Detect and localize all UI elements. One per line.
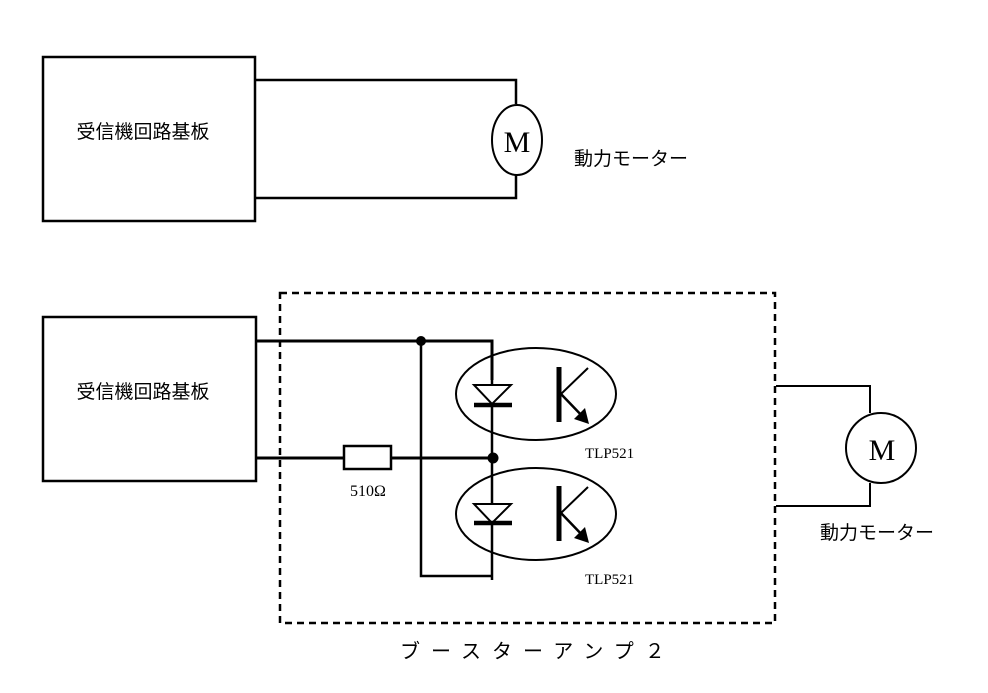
wire-top-lower (255, 174, 518, 200)
resistor-label: 510Ω (350, 483, 386, 500)
receiver-board-box (41, 55, 257, 223)
phototransistor-collector (560, 367, 589, 395)
motor-icon-2 (845, 412, 917, 484)
receiver-board-label: 受信機回路基板 (76, 121, 209, 143)
wire-bypass-rail (419, 341, 493, 578)
receiver-board-box-2 (41, 315, 258, 483)
motor-label-2: 動力モーター (820, 522, 934, 544)
optocoupler-package-outline (455, 467, 617, 561)
top-circuit: 受信機回路基板 M 動力モーター (41, 55, 688, 223)
optocoupler-part-label: TLP521 (585, 572, 634, 588)
optocoupler-part-label: TLP521 (585, 446, 634, 462)
optocoupler-package-outline (455, 347, 617, 441)
motor-symbol: M (504, 126, 531, 159)
phototransistor-collector (560, 486, 589, 514)
booster-amp-title: ブースターアンプ２ (400, 639, 676, 663)
led-diode-icon (471, 384, 514, 406)
wire-top-upper (255, 78, 518, 104)
motor-label: 動力モーター (574, 148, 688, 170)
booster-amp-boundary (278, 291, 777, 625)
resistor-icon (342, 444, 393, 471)
emitter-arrow-icon (574, 408, 589, 424)
wire-upper-rail (256, 339, 494, 380)
receiver-board-label-2: 受信機回路基板 (76, 381, 209, 403)
led-diode-icon (471, 503, 514, 525)
bottom-circuit: 受信機回路基板 ブースターアンプ２ 510Ω TLP521 (41, 291, 934, 663)
motor-icon (491, 104, 543, 176)
wire-motor-lower (776, 483, 871, 507)
optocoupler-2: TLP521 (455, 467, 634, 588)
wire-motor-upper (776, 385, 871, 413)
motor-symbol-2: M (869, 434, 896, 467)
emitter-arrow-icon (574, 527, 589, 543)
optocoupler-1: TLP521 (455, 347, 634, 462)
